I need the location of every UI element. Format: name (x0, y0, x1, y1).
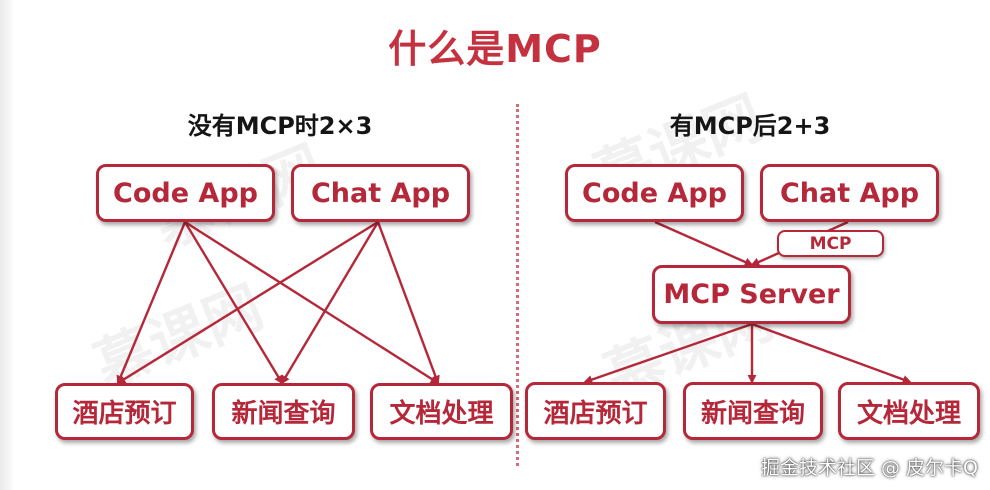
mcp-protocol-tag: MCP (777, 230, 884, 257)
arrow-chat-doc (376, 221, 440, 385)
right-chat-app-box: Chat App (760, 164, 939, 222)
arrow-chat-hotel (116, 220, 379, 385)
left-chat-app-box: Chat App (291, 164, 470, 222)
section-divider (516, 104, 519, 466)
right-news-query-box: 新闻查询 (683, 382, 823, 440)
left-hotel-booking-box: 酒店预订 (55, 383, 194, 440)
page-title: 什么是MCP (388, 27, 602, 71)
mcp-server-box: MCP Server (652, 265, 851, 324)
arrow-server-doc (751, 322, 912, 384)
arrow-code-news (183, 221, 284, 385)
left-doc-processing-box: 文档处理 (370, 383, 513, 440)
left-code-app-box: Code App (96, 164, 275, 222)
left-news-query-box: 新闻查询 (212, 383, 355, 440)
credit-watermark: 掘金技术社区 @ 皮尔卡Q (760, 457, 978, 479)
left-heading: 没有MCP时2×3 (187, 112, 373, 140)
left-edge-strip (0, 0, 14, 490)
arrow-chat-news (280, 221, 380, 385)
arrow-code-server (654, 220, 754, 267)
right-heading: 有MCP后2+3 (669, 112, 831, 140)
arrow-server-hotel (583, 322, 753, 384)
right-code-app-box: Code App (565, 164, 744, 222)
arrow-code-doc (184, 220, 440, 385)
arrow-code-hotel (116, 221, 187, 385)
right-hotel-booking-box: 酒店预订 (525, 382, 666, 440)
right-doc-processing-box: 文档处理 (838, 382, 980, 440)
